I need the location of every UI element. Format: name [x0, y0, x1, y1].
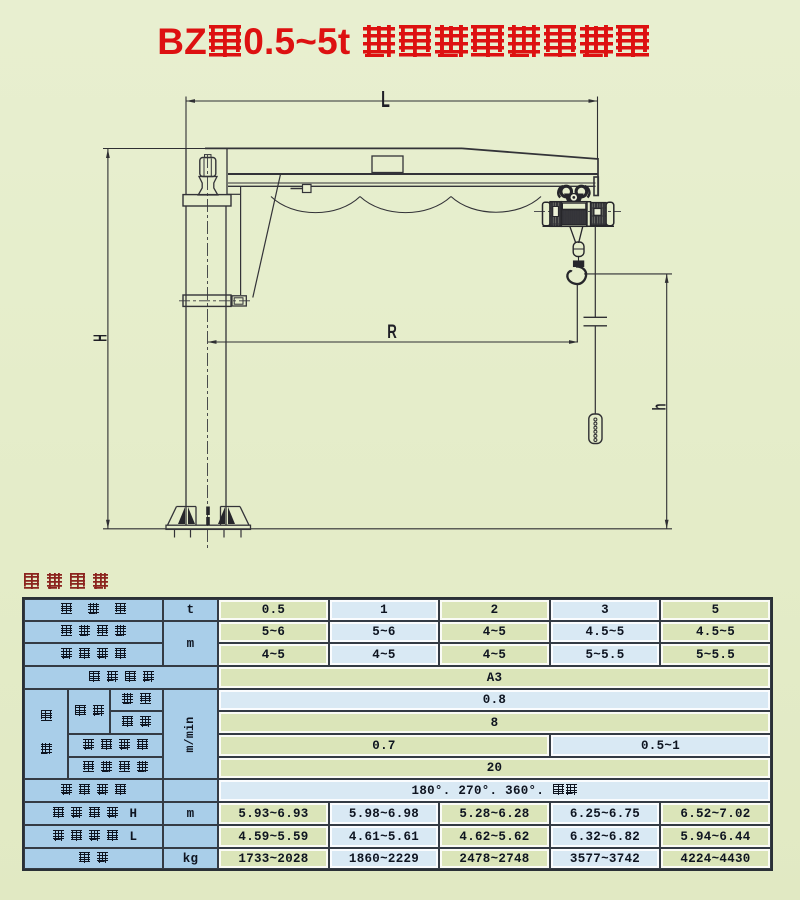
svg-text:R: R — [387, 320, 397, 342]
svg-text:H: H — [90, 334, 111, 341]
svg-text:L: L — [381, 88, 390, 113]
svg-text:h: h — [650, 404, 671, 411]
